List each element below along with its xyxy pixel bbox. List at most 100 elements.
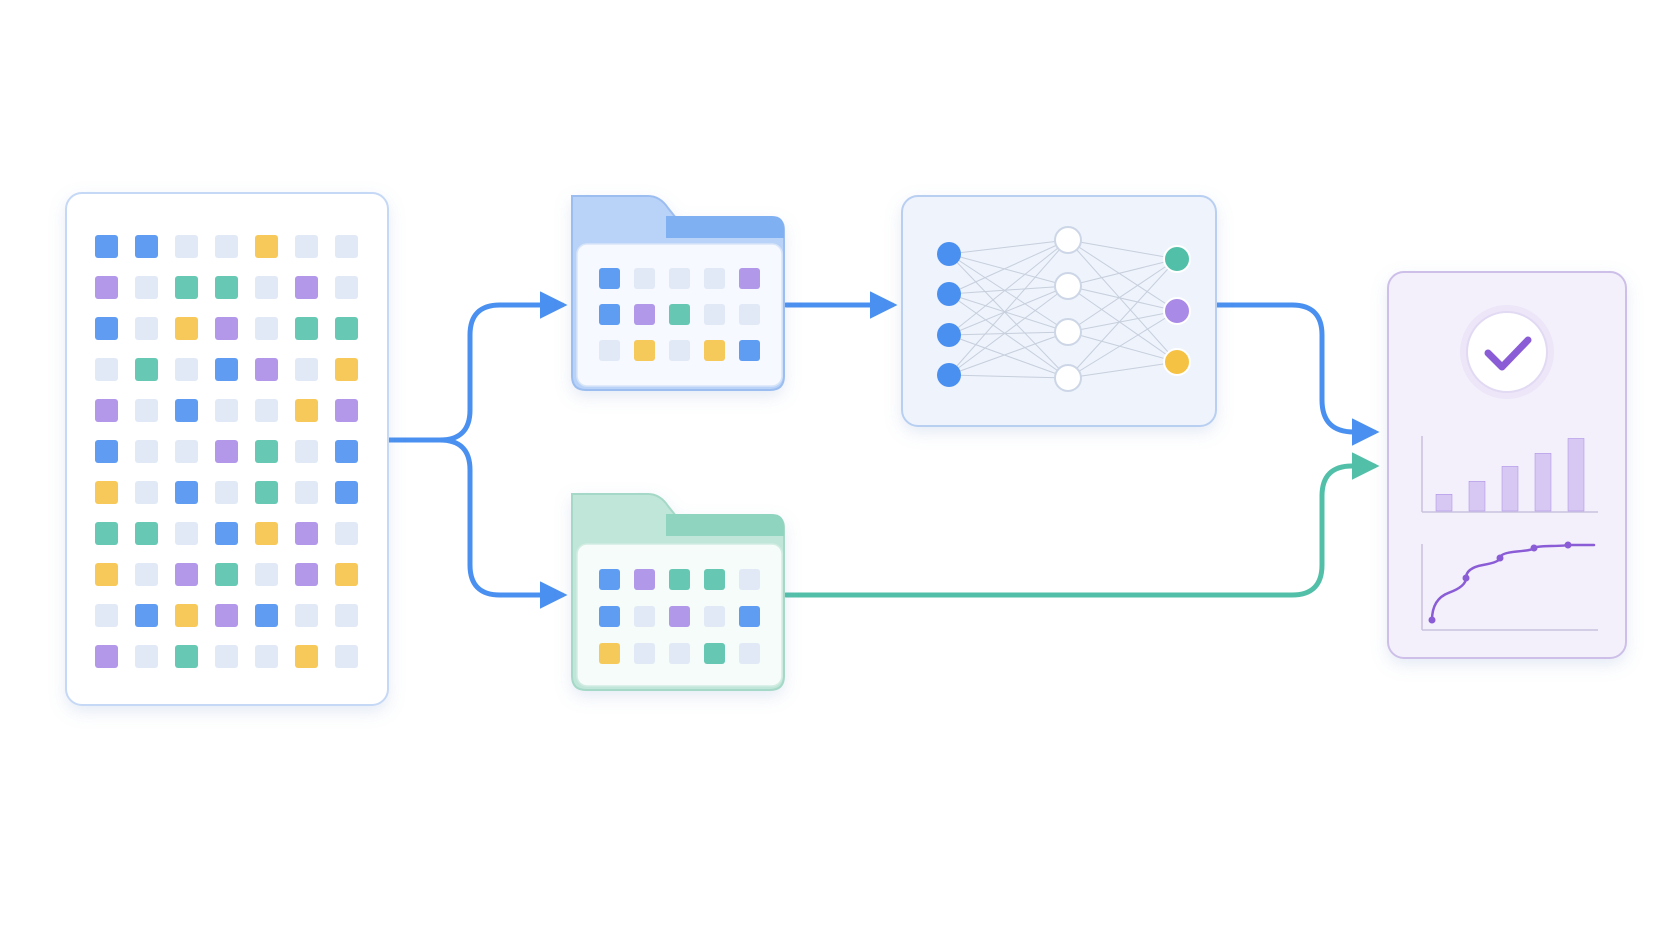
network-edge xyxy=(1067,331,1178,363)
network-edge xyxy=(948,293,1069,333)
dataset-cell xyxy=(95,481,118,504)
dataset-cell xyxy=(175,358,198,381)
dataset-cell xyxy=(335,440,358,463)
dataset-cell xyxy=(295,317,318,340)
output-neuron xyxy=(1163,245,1191,273)
dataset-cell xyxy=(95,604,118,627)
connectors xyxy=(385,291,1380,609)
network-edge xyxy=(1067,239,1178,312)
network-edge xyxy=(948,285,1069,295)
network-edges xyxy=(948,239,1178,379)
dataset-cell xyxy=(295,399,318,422)
dataset-cell xyxy=(95,399,118,422)
dataset-cell xyxy=(95,440,118,463)
dataset-cell xyxy=(95,317,118,340)
dataset-cell xyxy=(175,645,198,668)
dataset-cell xyxy=(335,317,358,340)
dataset-cell xyxy=(135,276,158,299)
dataset-cell xyxy=(135,358,158,381)
test-folder-tab-band xyxy=(666,514,784,536)
train-folder-cell xyxy=(634,268,655,289)
network-edge xyxy=(1067,258,1178,333)
hidden-neuron xyxy=(1054,226,1082,254)
test-folder-cell xyxy=(599,569,620,590)
test-folder-grid xyxy=(599,569,760,664)
dataset-cell xyxy=(255,358,278,381)
learning-curve-point xyxy=(1428,616,1436,624)
input-neuron xyxy=(937,323,961,347)
network-edge xyxy=(948,253,1069,379)
dataset-cell xyxy=(135,235,158,258)
dataset-cell xyxy=(135,399,158,422)
metric-bar xyxy=(1435,494,1453,512)
dataset-cell xyxy=(255,317,278,340)
dataset-cell xyxy=(215,604,238,627)
dataset-cell xyxy=(95,563,118,586)
dataset-cell xyxy=(255,481,278,504)
train-folder-cell xyxy=(739,304,760,325)
train-folder-cell xyxy=(599,268,620,289)
network-edge xyxy=(948,331,1069,336)
dataset-cell xyxy=(295,235,318,258)
hidden-neuron xyxy=(1054,364,1082,392)
dataset-cell xyxy=(95,276,118,299)
test-folder-cell xyxy=(634,569,655,590)
dataset-cell xyxy=(295,604,318,627)
metric-bar xyxy=(1534,453,1552,512)
network-edge xyxy=(948,239,1069,376)
dataset-cell xyxy=(255,563,278,586)
test-folder-cell xyxy=(704,606,725,627)
dataset-cell xyxy=(295,481,318,504)
dataset-cell xyxy=(295,358,318,381)
test-folder-cell xyxy=(739,569,760,590)
hidden-neuron xyxy=(1054,272,1082,300)
dataset-cell xyxy=(215,276,238,299)
test-folder-cell xyxy=(669,606,690,627)
dataset-cell xyxy=(175,563,198,586)
test-folder-cell xyxy=(669,569,690,590)
network-edge xyxy=(1067,285,1178,312)
train-folder-cell xyxy=(634,304,655,325)
dataset-cell xyxy=(295,522,318,545)
split-arrow-to-train xyxy=(385,291,568,443)
dataset-cell xyxy=(135,645,158,668)
split-arrow-to-test xyxy=(437,437,568,609)
test-folder-cell xyxy=(634,643,655,664)
train-folder xyxy=(571,195,785,391)
network-edge xyxy=(948,239,1069,255)
metrics-curve-chart xyxy=(1421,541,1598,631)
train-folder-cell xyxy=(704,340,725,361)
network-edge xyxy=(948,253,1069,333)
dataset-cell xyxy=(215,399,238,422)
test-folder-cell xyxy=(739,606,760,627)
test-folder-cell xyxy=(739,643,760,664)
metrics-bar-chart xyxy=(1421,436,1598,513)
dataset-cell xyxy=(335,399,358,422)
dataset-cell xyxy=(135,317,158,340)
dataset-cell xyxy=(335,358,358,381)
train-folder-tab-band xyxy=(666,216,784,238)
dataset-cell xyxy=(135,563,158,586)
learning-curve-point xyxy=(1496,554,1504,562)
train-folder-cell xyxy=(669,304,690,325)
network-edge xyxy=(1067,310,1178,379)
dataset-cell xyxy=(175,604,198,627)
dataset-cell xyxy=(335,481,358,504)
network-edge xyxy=(948,334,1069,379)
dataset-cell xyxy=(175,440,198,463)
test-folder-cell xyxy=(669,643,690,664)
network-edge xyxy=(1067,361,1178,379)
test-folder-cell xyxy=(599,643,620,664)
output-neuron xyxy=(1163,348,1191,376)
dataset-cell xyxy=(335,276,358,299)
dataset-cell xyxy=(135,604,158,627)
test-to-evaluation-arrow xyxy=(783,452,1380,598)
dataset-cell xyxy=(175,399,198,422)
train-folder-cell xyxy=(704,304,725,325)
train-folder-cell xyxy=(669,268,690,289)
check-badge xyxy=(1466,311,1548,393)
model-card xyxy=(901,195,1217,427)
evaluation-panel xyxy=(1387,271,1627,659)
dataset-cell xyxy=(295,440,318,463)
